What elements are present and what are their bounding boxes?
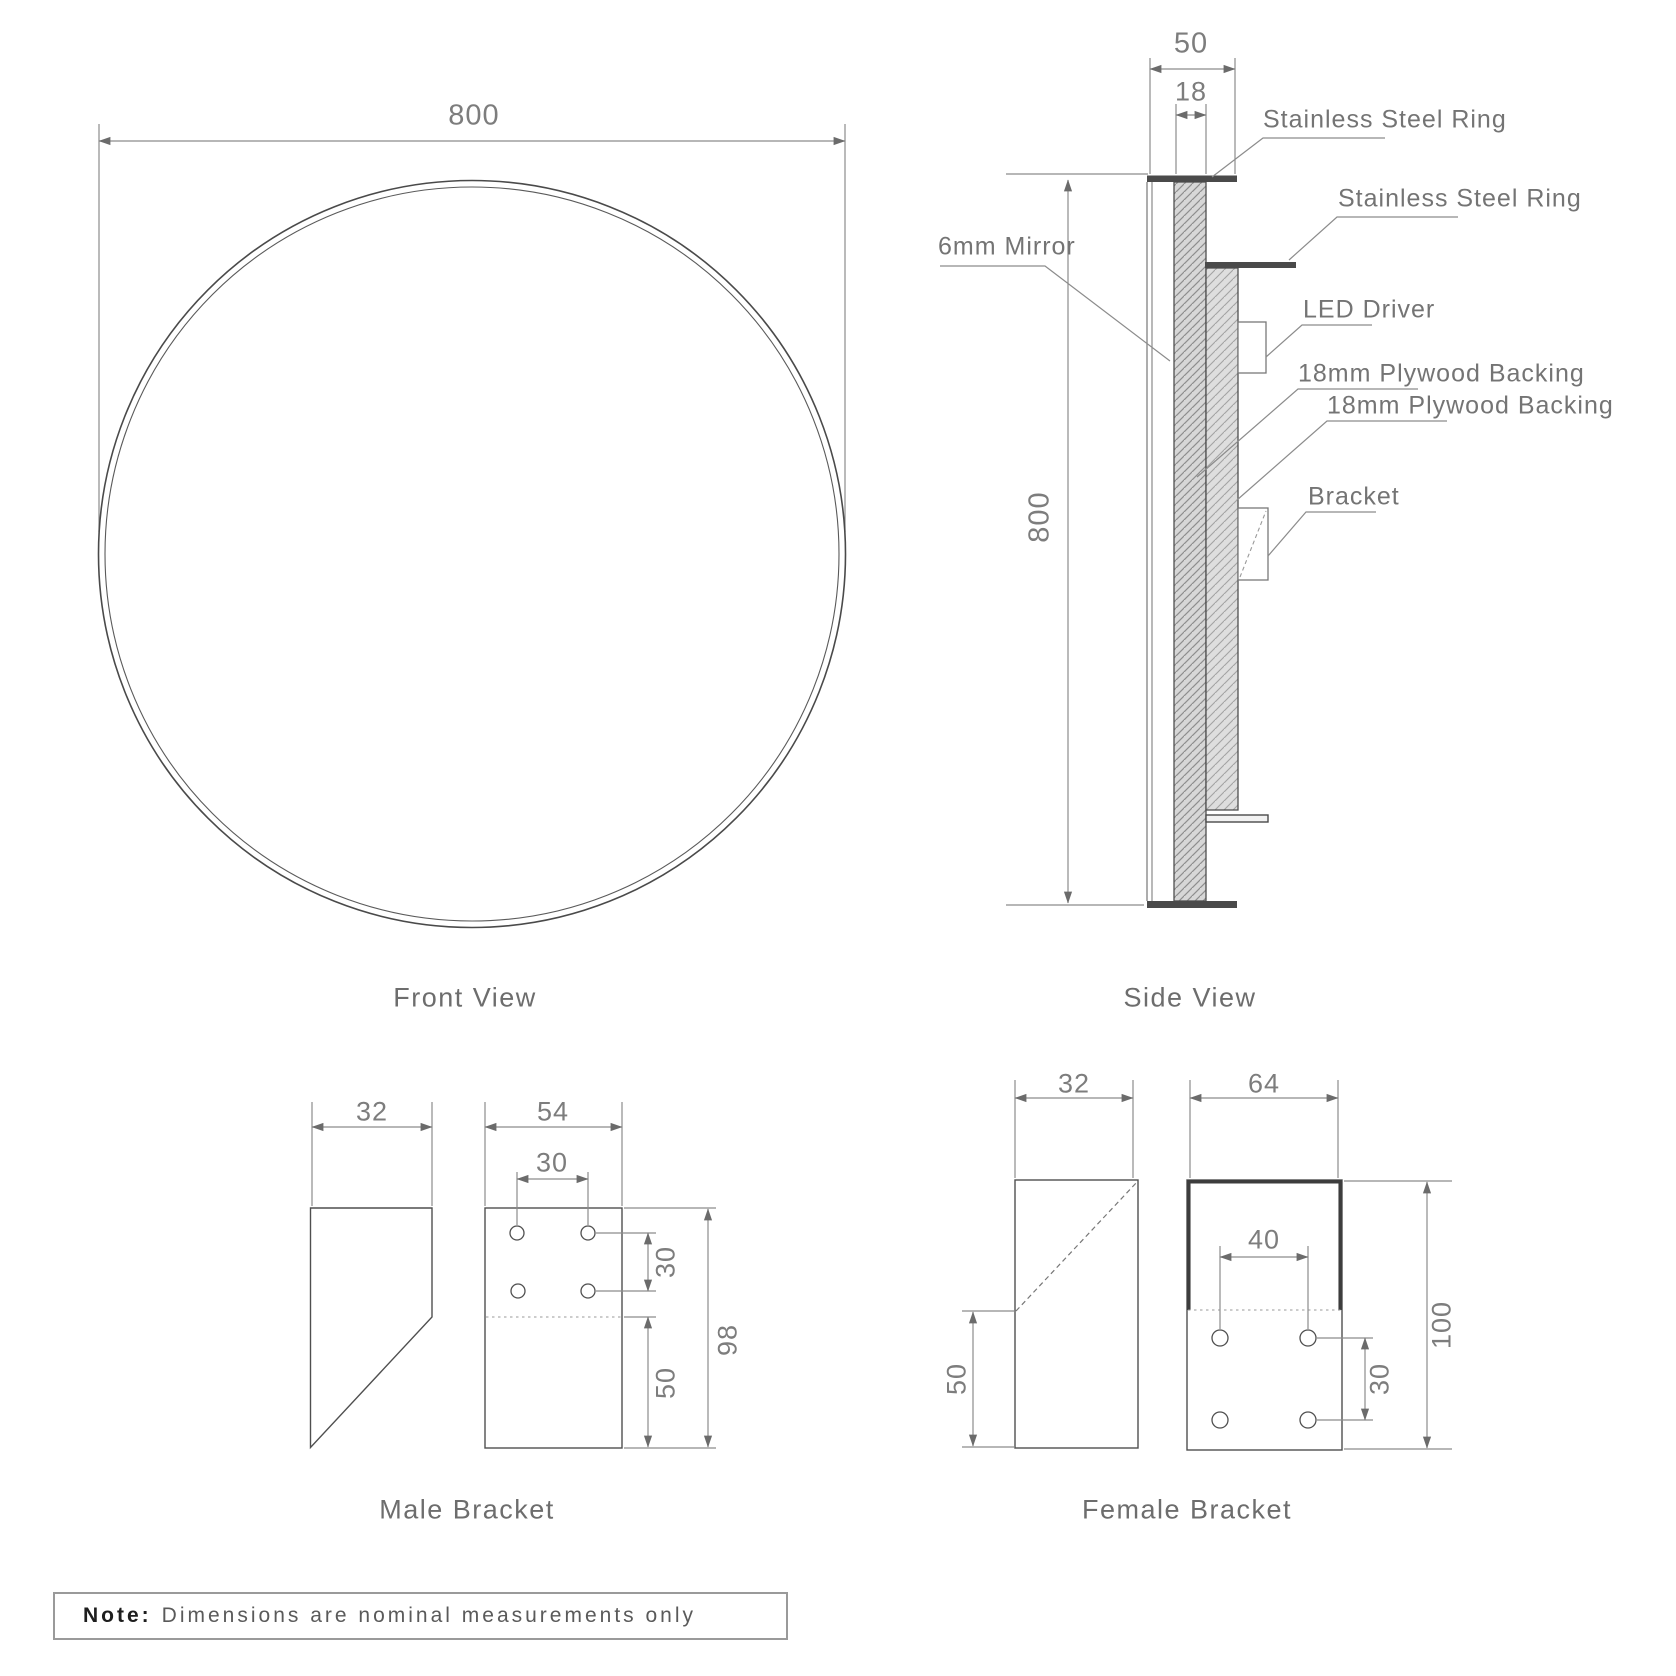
- female-bracket-caption: Female Bracket: [1081, 1494, 1293, 1525]
- male-hole-bottom-left: [510, 1283, 526, 1299]
- male-bracket-drawing: [309, 1102, 716, 1450]
- male-hole-top-left: [509, 1225, 525, 1241]
- bracket-diagonal-dashed: [1239, 510, 1267, 578]
- stainless-ring-bottom: [1147, 901, 1237, 908]
- plywood-backing-1: [1173, 181, 1207, 902]
- leader-plywood-2: [1236, 420, 1447, 501]
- leader-mirror: [940, 265, 1171, 362]
- led-driver-label: LED Driver: [1303, 295, 1436, 324]
- leader-plywood-1: [1196, 388, 1418, 478]
- female-bracket-drawing: [962, 1080, 1452, 1451]
- side-dim-800-label: 800: [1023, 491, 1056, 543]
- bracket-label: Bracket: [1308, 482, 1400, 511]
- leader-bracket: [1267, 511, 1376, 557]
- leader-ring-1: [1211, 137, 1385, 178]
- ring-2-label: Stainless Steel Ring: [1338, 184, 1582, 213]
- male-hole-top-right: [580, 1225, 596, 1241]
- female-diagonal-dashed: [1015, 1181, 1138, 1312]
- mirror-outer-circle: [97, 179, 847, 929]
- mirror-inner-circle: [104, 186, 840, 922]
- plywood-2-label: 18mm Plywood Backing: [1327, 391, 1614, 420]
- male-dim-30-vertical-label: 30: [650, 1245, 681, 1279]
- male-dim-98-label: 98: [712, 1323, 743, 1357]
- male-dim-50-label: 50: [650, 1366, 681, 1400]
- female-dim-100-label: 100: [1426, 1300, 1457, 1350]
- female-dim-40-label: 40: [1247, 1224, 1281, 1255]
- female-bracket-front-face: [1186, 1179, 1343, 1451]
- mirror-label: 6mm Mirror: [938, 232, 1076, 261]
- male-dim-32-label: 32: [355, 1096, 389, 1127]
- stainless-ring-upper-rear: [1205, 262, 1296, 268]
- note-prefix: Note:: [83, 1604, 152, 1627]
- female-hole-bottom-right: [1299, 1411, 1317, 1429]
- plywood-backing-2: [1205, 267, 1239, 811]
- ring-1-label: Stainless Steel Ring: [1263, 105, 1507, 134]
- note-text: Dimensions are nominal measurements only: [161, 1604, 697, 1627]
- male-bracket-front-face: [484, 1207, 623, 1449]
- male-dim-54-label: 54: [536, 1096, 570, 1127]
- male-bracket-caption: Male Bracket: [379, 1494, 555, 1525]
- front-view-caption: Front View: [393, 982, 537, 1013]
- male-bracket-side-profile: [309, 1207, 433, 1450]
- female-dim-32-label: 32: [1057, 1068, 1091, 1099]
- note-box: Note: Dimensions are nominal measurement…: [53, 1592, 788, 1640]
- female-hole-bottom-left: [1211, 1411, 1229, 1429]
- front-dim-800-label: 800: [448, 99, 500, 132]
- female-dim-50-label: 50: [941, 1362, 972, 1396]
- female-bracket-side-profile: [1014, 1179, 1139, 1449]
- male-dim-30-horizontal-label: 30: [535, 1147, 569, 1178]
- led-driver-box: [1237, 321, 1267, 374]
- stainless-ring-top: [1147, 175, 1237, 182]
- leader-led-driver: [1265, 324, 1372, 358]
- female-hole-top-right: [1299, 1329, 1317, 1347]
- female-dim-64-label: 64: [1247, 1068, 1281, 1099]
- male-hole-bottom-right: [580, 1283, 596, 1299]
- stainless-ring-lower-rear: [1205, 814, 1269, 823]
- side-view-caption: Side View: [1123, 982, 1257, 1013]
- side-view-drawing: [940, 58, 1458, 908]
- female-dim-30-label: 30: [1364, 1362, 1395, 1396]
- female-pocket-thick-edges: [1187, 1180, 1342, 1310]
- female-hole-top-left: [1211, 1329, 1229, 1347]
- side-dim-18-label: 18: [1174, 76, 1208, 107]
- plywood-1-label: 18mm Plywood Backing: [1298, 359, 1585, 388]
- side-dim-50-label: 50: [1173, 27, 1209, 60]
- leader-ring-2: [1288, 216, 1458, 261]
- front-view-drawing: [97, 124, 847, 929]
